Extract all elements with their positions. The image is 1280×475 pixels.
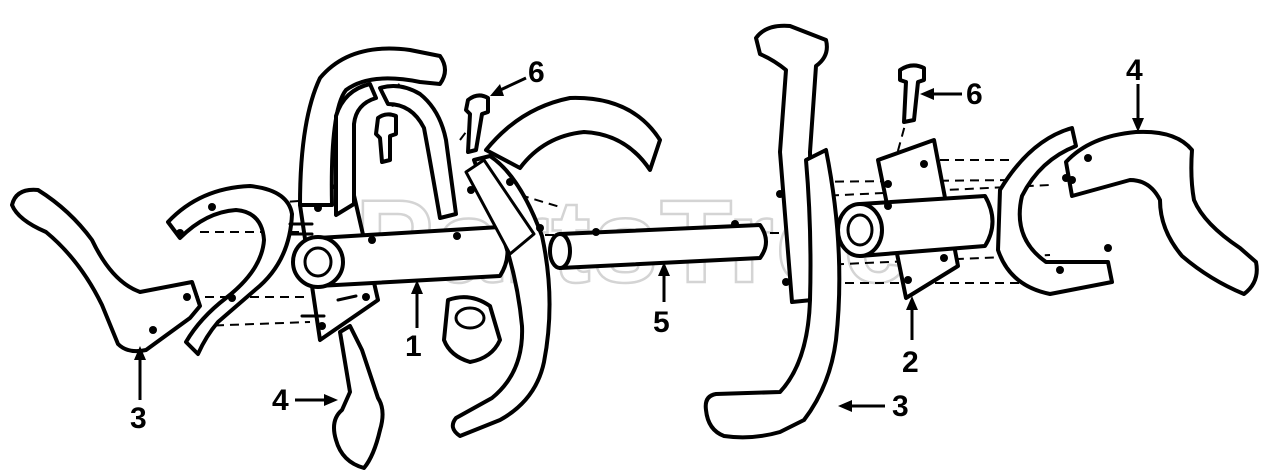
callout-2: 2 (902, 346, 919, 379)
right-hub-tube (858, 194, 995, 258)
center-shaft (558, 223, 768, 270)
leader-lines (134, 76, 1144, 412)
left-bolt-6 (464, 93, 490, 154)
left-tine-top-inner-2 (334, 82, 378, 217)
callout-5: 5 (653, 306, 670, 339)
callout-3-right: 3 (892, 390, 909, 423)
callout-1: 1 (405, 330, 422, 363)
left-horseshoe-tine (166, 184, 294, 356)
callout-4-left: 4 (272, 384, 289, 417)
left-tine-bottom-4 (332, 324, 385, 470)
callout-3-left: 3 (130, 402, 147, 435)
right-horseshoe-tine (996, 126, 1114, 296)
left-hub-tube (316, 225, 510, 288)
left-tine-top-inner (378, 84, 458, 220)
callout-6-right: 6 (966, 78, 983, 111)
right-tine-4 (1064, 129, 1259, 296)
left-tine-3 (10, 187, 202, 354)
left-bolt-short (374, 112, 398, 164)
left-right-arc-tine (484, 95, 662, 172)
left-hub-plate-right (464, 158, 536, 256)
right-bolt-6 (898, 63, 926, 124)
left-tine-top-curved (298, 46, 447, 207)
right-tine-3 (703, 148, 842, 440)
callout-6-left: 6 (528, 56, 545, 89)
callout-4-right: 4 (1126, 54, 1143, 87)
